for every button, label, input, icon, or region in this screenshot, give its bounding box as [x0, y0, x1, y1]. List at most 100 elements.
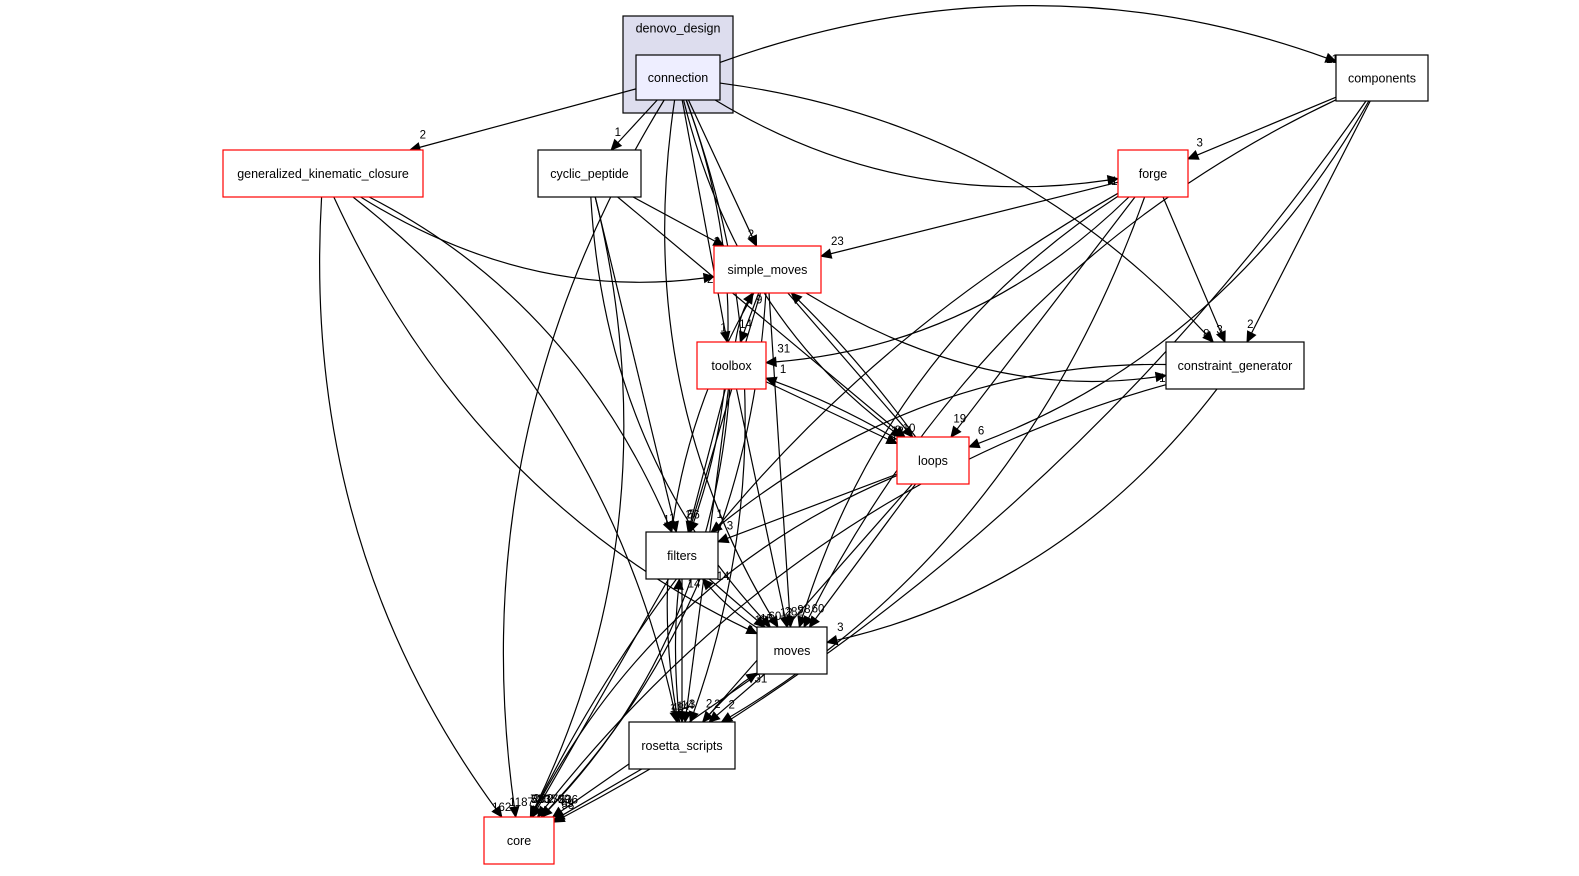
edge-label[interactable]: 1: [663, 515, 669, 527]
edge-label[interactable]: 282: [785, 606, 804, 618]
edge-label[interactable]: 2: [707, 274, 713, 286]
edge-connection-to-forge[interactable]: 11: [714, 99, 1123, 188]
edge-generalized_kinematic_closure-to-simple_moves[interactable]: 2: [360, 196, 716, 286]
edge-label[interactable]: 14: [681, 700, 694, 712]
edge-loops-to-toolbox[interactable]: 1: [764, 364, 898, 440]
node-filters[interactable]: filters: [645, 531, 719, 580]
edge-generalized_kinematic_closure-to-core[interactable]: 162: [319, 196, 512, 818]
node-core[interactable]: core: [483, 816, 555, 865]
edge-label[interactable]: 14: [688, 579, 701, 591]
edge-connection-to-generalized_kinematic_closure[interactable]: 2: [408, 88, 637, 153]
edge-label[interactable]: 66: [687, 509, 700, 521]
edge-forge-to-constraint_generator[interactable]: 3: [1162, 196, 1226, 344]
edge-label[interactable]: 2: [748, 229, 754, 241]
node-connection[interactable]: connection: [635, 54, 721, 101]
edge-label[interactable]: 2: [420, 129, 426, 141]
node-toolbox[interactable]: toolbox: [696, 341, 767, 390]
edge-label[interactable]: 31: [755, 674, 768, 686]
edge-label[interactable]: 8: [1203, 329, 1209, 341]
edge-rosetta_scripts-to-moves[interactable]: 31: [702, 672, 768, 723]
edge-forge-to-loops[interactable]: 19: [950, 196, 1136, 438]
edge-label[interactable]: 536: [559, 794, 578, 806]
edge-connection-to-simple_moves[interactable]: 2: [687, 99, 758, 248]
edge-label[interactable]: 1: [717, 509, 723, 521]
edge-label[interactable]: 3: [1196, 137, 1202, 149]
edge-toolbox-to-filters[interactable]: 2: [685, 388, 726, 534]
edge-label[interactable]: 1: [780, 364, 786, 376]
edge-connection-to-cyclic_peptide[interactable]: 1: [610, 99, 658, 151]
edge-label[interactable]: 6: [747, 625, 753, 637]
edge-generalized_kinematic_closure-to-filters[interactable]: 1: [368, 196, 673, 534]
edge-label[interactable]: 11: [1326, 54, 1338, 66]
edge-label[interactable]: 2: [714, 237, 720, 249]
edge-moves-to-filters[interactable]: 14: [701, 571, 758, 629]
edge-label[interactable]: 3: [837, 622, 843, 634]
edge-toolbox-to-loops[interactable]: 15: [765, 381, 900, 447]
edge-label[interactable]: 6: [978, 426, 984, 438]
edge-label[interactable]: 1: [720, 322, 726, 334]
edge-label[interactable]: 3: [689, 699, 695, 711]
node-generalized_kinematic_closure[interactable]: generalized_kinematic_closure: [222, 149, 424, 198]
edge-label[interactable]: 2: [706, 699, 712, 711]
edge-label[interactable]: 31: [777, 344, 790, 356]
edge-label[interactable]: 1: [615, 127, 621, 139]
edge-generalized_kinematic_closure-to-rosetta_scripts[interactable]: 1: [352, 196, 680, 724]
edge-loops-to-filters[interactable]: 3: [716, 473, 898, 544]
edge-components-to-constraint_generator[interactable]: 2: [1246, 100, 1371, 344]
edge-label[interactable]: 60: [812, 604, 825, 616]
edge-simple_moves-to-toolbox[interactable]: 14: [739, 292, 760, 344]
edge-cyclic_peptide-to-loops[interactable]: 3: [617, 196, 906, 438]
edge-label[interactable]: 3: [727, 521, 733, 533]
node-components[interactable]: components: [1335, 54, 1429, 102]
node-loops[interactable]: loops: [896, 436, 970, 485]
edge-loops-to-moves[interactable]: 60: [808, 483, 917, 628]
edge-label[interactable]: 14: [739, 319, 752, 331]
edge-label[interactable]: 8: [804, 604, 810, 616]
edge-filters-to-moves[interactable]: 12: [708, 578, 768, 628]
edge-rosetta_scripts-to-core[interactable]: 69: [552, 768, 642, 821]
edge-moves-to-rosetta_scripts[interactable]: 2: [708, 673, 766, 723]
edge-label[interactable]: 69: [561, 798, 574, 810]
edge-filters-to-rosetta_scripts[interactable]: 14: [676, 578, 690, 724]
edge-label[interactable]: 9: [756, 294, 762, 306]
edge-connection-to-core[interactable]: 1187: [502, 99, 665, 819]
edge-toolbox-to-moves[interactable]: 12: [735, 388, 793, 629]
edge-label[interactable]: 15: [760, 614, 773, 626]
edge-label[interactable]: 2: [1247, 319, 1253, 331]
edge-label[interactable]: 1187: [509, 797, 534, 809]
edge-constraint_generator-to-moves[interactable]: 3: [825, 388, 1218, 646]
edge-label[interactable]: 20: [533, 794, 546, 806]
node-forge[interactable]: forge: [1117, 149, 1189, 198]
edge-label[interactable]: 1: [670, 703, 676, 715]
edge-toolbox-to-simple_moves[interactable]: 9: [734, 291, 762, 343]
edge-label[interactable]: 12: [755, 615, 768, 627]
node-constraint_generator[interactable]: constraint_generator: [1165, 341, 1305, 390]
edge-cyclic_peptide-to-moves[interactable]: 15: [590, 196, 773, 628]
edge-label[interactable]: 383: [532, 794, 551, 806]
edge-components-to-forge[interactable]: 3: [1186, 96, 1337, 160]
edge-label[interactable]: 172: [545, 794, 564, 806]
edge-label[interactable]: 2: [728, 700, 734, 712]
edge-label[interactable]: 14: [677, 701, 690, 713]
edge-label[interactable]: 3: [895, 425, 901, 437]
edge-constraint_generator-to-filters[interactable]: 1: [710, 363, 1167, 533]
edge-label[interactable]: 14: [717, 571, 730, 583]
edge-connection-to-components[interactable]: 11: [719, 5, 1338, 66]
edge-label[interactable]: 1: [669, 513, 675, 525]
edge-components-to-loops[interactable]: 6: [967, 100, 1370, 449]
edge-label[interactable]: 19: [953, 414, 966, 426]
node-cyclic_peptide[interactable]: cyclic_peptide: [537, 149, 642, 198]
edge-label[interactable]: 1: [1159, 373, 1165, 385]
edge-label[interactable]: 3: [1216, 325, 1222, 337]
node-rosetta_scripts[interactable]: rosetta_scripts: [628, 721, 736, 770]
edge-cyclic_peptide-to-simple_moves[interactable]: 2: [632, 196, 725, 249]
edge-label[interactable]: 23: [831, 236, 844, 248]
edge-label[interactable]: 2: [686, 510, 692, 522]
node-simple_moves[interactable]: simple_moves: [713, 245, 822, 294]
edge-forge-to-simple_moves[interactable]: 23: [819, 181, 1119, 259]
node-moves[interactable]: moves: [756, 626, 828, 675]
edge-label[interactable]: 2: [714, 699, 720, 711]
edge-connection-to-constraint_generator[interactable]: 8: [719, 82, 1215, 343]
edge-connection-to-moves[interactable]: 60: [664, 99, 782, 629]
edge-label[interactable]: 12: [780, 608, 793, 620]
